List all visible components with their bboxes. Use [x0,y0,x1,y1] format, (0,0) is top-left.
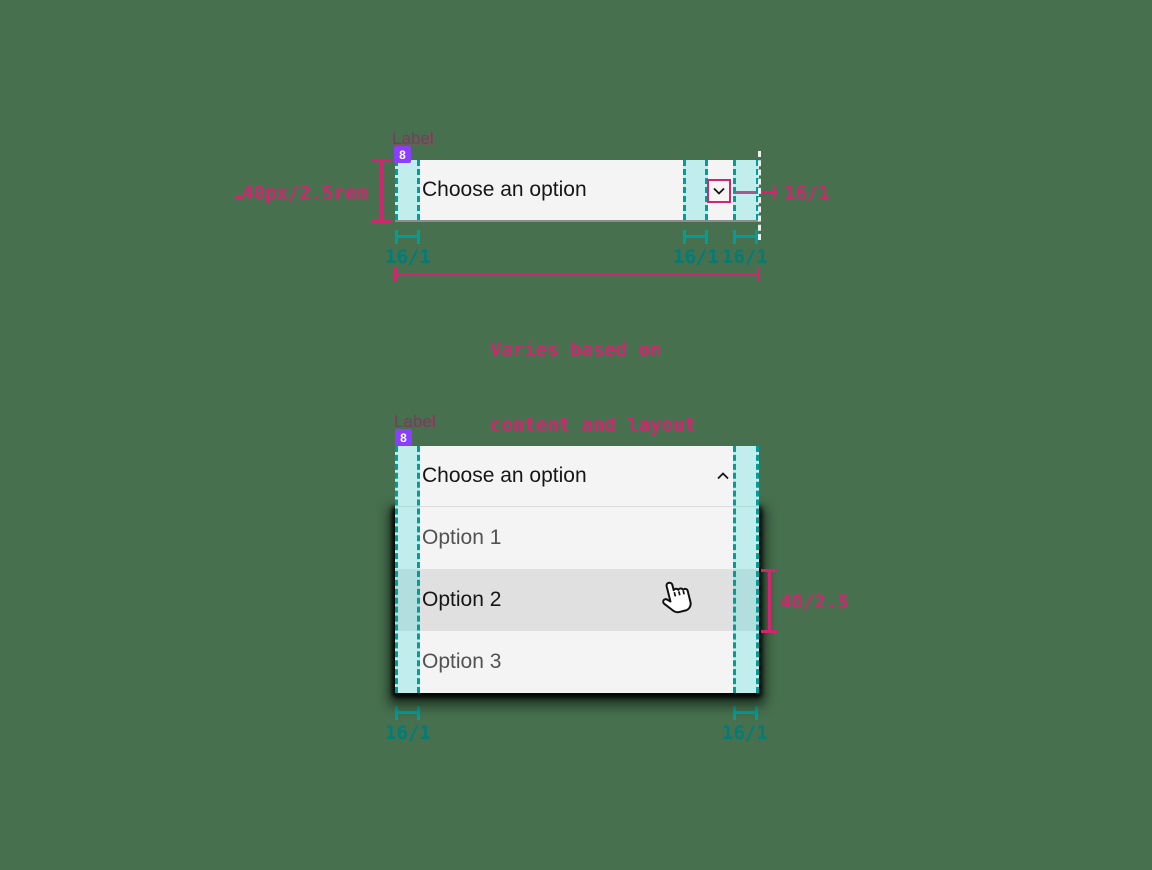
chevron-up-icon [717,472,729,480]
height-measure-cap-bottom [372,220,391,223]
menu-option-2[interactable]: Option 2 [395,569,759,631]
height-measure-cap-top [372,159,391,162]
width-annotation-line1: Varies based on [490,339,662,361]
chevron-down-icon [713,187,725,195]
padding-annotation-left: 16/1 [385,246,431,268]
width-annotation: Varies based on content and layout [490,288,696,488]
chevron-measure-cap [773,185,776,199]
padding-annotation-left: 16/1 [385,722,431,744]
chevron-redline-box [707,179,731,203]
width-measure-line [395,273,759,276]
menu-option-1[interactable]: Option 1 [395,507,759,569]
dropdown-label: Label [392,129,434,148]
chevron-spacing-annotation: 16/1 [784,182,830,204]
row-height-measure-line [768,570,771,632]
chevron-up-wrap [715,446,731,506]
height-annotation-tick [236,196,244,199]
dropdown-placeholder-text: Choose an option [422,178,587,201]
padding-overlay-right [733,160,759,220]
padding-overlay-right [733,446,759,693]
width-measure-cap-left [394,267,397,282]
field-edge-guide [758,151,761,240]
menu-option-3[interactable]: Option 3 [395,631,759,693]
row-height-annotation: 40/2.5 [780,591,849,613]
height-measure-line [380,160,383,222]
padding-overlay-inner-right [683,160,708,220]
dropdown-field-open[interactable]: Choose an option [395,446,759,507]
dropdown-menu: Option 1 Option 2 Option 3 [395,507,759,693]
padding-bracket-right [733,230,758,244]
dropdown-label: Label [394,412,436,431]
row-height-measure-cap-top [761,569,778,572]
padding-overlay-left [395,446,420,693]
row-height-measure-cap-bottom [761,630,778,633]
padding-bracket-right [733,706,758,720]
padding-annotation-right: 16/1 [722,722,768,744]
cursor-pointer-icon [655,574,701,626]
padding-bracket-inner-right [683,230,708,244]
padding-annotation-right: 16/1 [722,246,768,268]
padding-bracket-left [395,230,420,244]
padding-overlay-left [395,160,420,220]
spacing-token-badge: 8 [395,429,412,446]
padding-bracket-left [395,706,420,720]
dropdown-placeholder-text: Choose an option [422,464,587,487]
width-annotation-line2: content and layout [490,414,696,436]
width-measure-cap-right [757,267,760,282]
padding-annotation-inner-right: 16/1 [673,246,719,268]
chevron-measure-line [733,191,777,194]
spacing-token-badge: 8 [394,146,411,163]
dropdown-field-closed[interactable]: Choose an option [395,160,759,222]
height-annotation: 40px/2.5rem [242,182,368,204]
